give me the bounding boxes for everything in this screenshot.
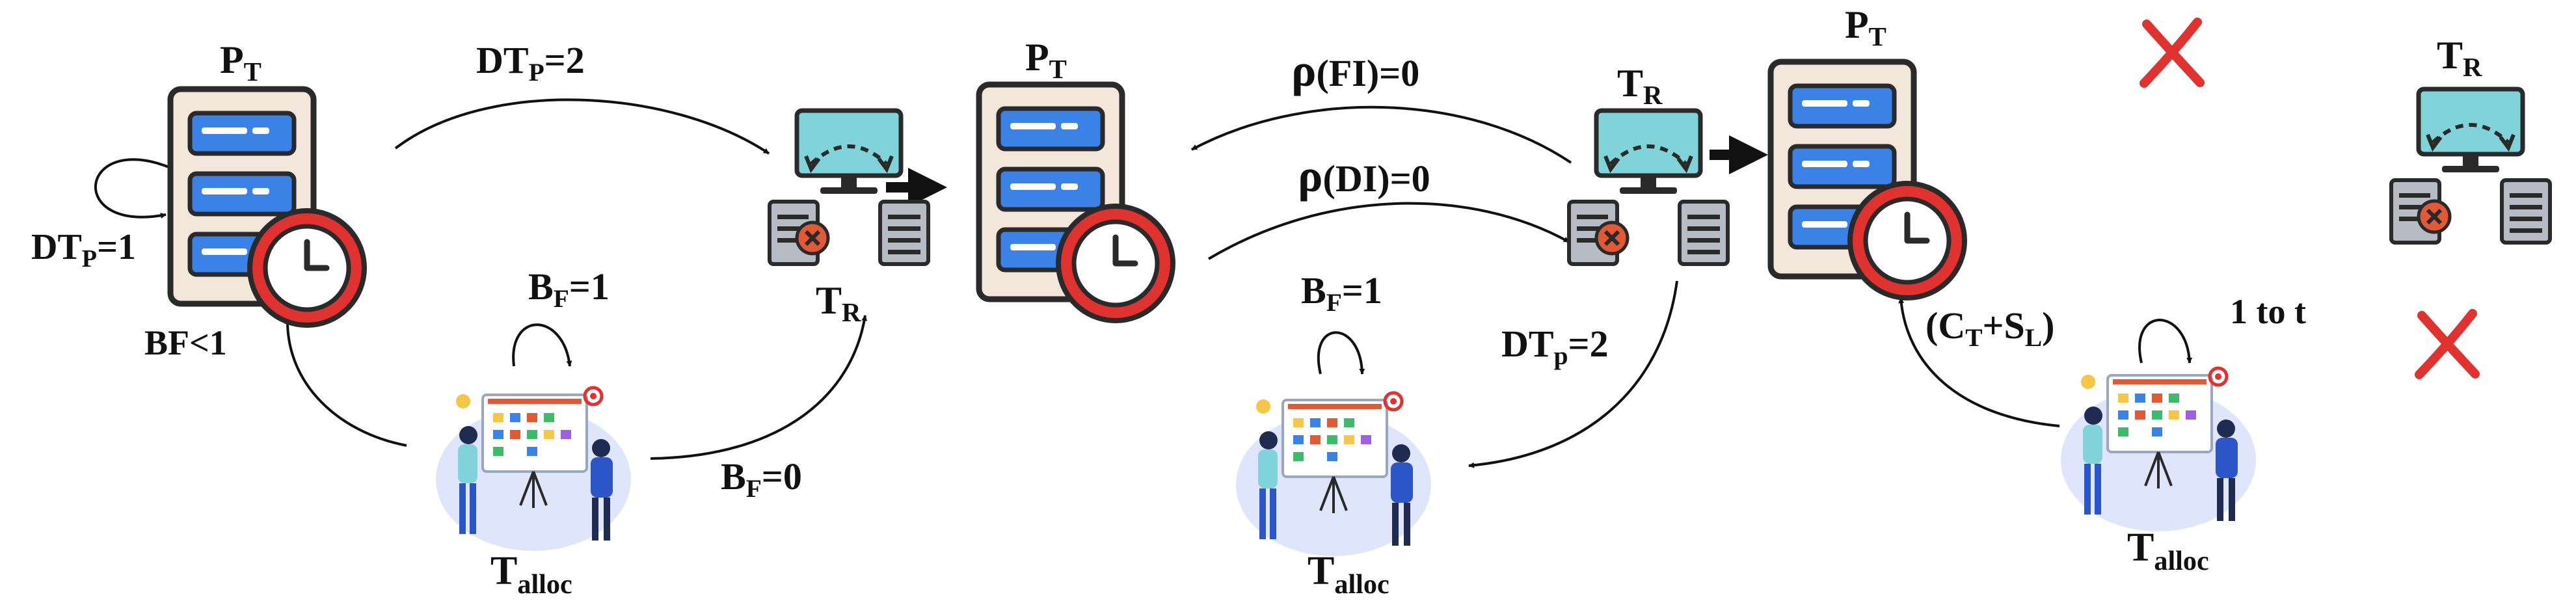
label-bf-zero: BF=0	[721, 455, 802, 503]
arrow-server2-to-transfer2	[1207, 202, 1570, 260]
server-clock-icon	[979, 85, 1173, 321]
server-clock-icon	[170, 89, 364, 325]
label-tr-2: TR	[1617, 62, 1663, 110]
arrow-self-loop-server-1	[94, 158, 171, 219]
label-talloc-1: Talloc	[490, 549, 572, 600]
arrow-transfer2-to-server2	[1191, 105, 1572, 164]
monitor-transfer-icon	[2391, 89, 2550, 243]
arrow-team2-self-loop	[1317, 331, 1365, 375]
arrow-server1-to-transfer1	[394, 98, 770, 155]
monitor-transfer-icon	[1569, 111, 1728, 264]
label-pt-1: PT	[220, 38, 262, 87]
thick-arrows	[886, 135, 1768, 207]
connectors	[94, 98, 2193, 468]
team-whiteboard-icon	[1236, 393, 1431, 556]
label-ct-plus-sl: (CT+SL)	[1925, 304, 2054, 352]
arrow-team3-to-server3	[1898, 297, 2060, 427]
label-bf-less-than-one: BF<1	[144, 323, 227, 362]
team-whiteboard-icon	[2061, 368, 2256, 531]
cross-icon	[2144, 22, 2200, 83]
label-talloc-3: Talloc	[2127, 526, 2209, 576]
label-tr-3: TR	[2437, 34, 2482, 82]
label-tr-1: TR	[816, 279, 861, 327]
arrow-team3-self-loop	[2138, 319, 2193, 364]
label-one-to-t: 1 to t	[2230, 292, 2306, 331]
label-bf-one-b: BF=1	[1301, 269, 1382, 317]
label-rho-fi: ρ(FI)=0	[1291, 44, 1419, 96]
label-dtp-self: DTP=1	[31, 227, 136, 273]
label-talloc-2: Talloc	[1308, 549, 1389, 600]
arrow-team1-to-server1	[284, 318, 407, 447]
team-whiteboard-icon	[436, 388, 631, 551]
server-clock-icon	[1771, 62, 1965, 298]
arrow-team1-to-transfer1	[650, 315, 868, 460]
label-pt-2: PT	[1025, 36, 1067, 84]
label-dtp-two-a: DTP=2	[476, 39, 585, 87]
arrow-transfer2-to-team2	[1468, 280, 1678, 468]
arrow-team1-self-loop	[512, 323, 572, 367]
label-pt-3: PT	[1845, 3, 1886, 51]
label-bf-one-a: BF=1	[528, 265, 610, 313]
labels: PT PT PT TR TR TR Talloc Talloc Talloc D…	[31, 3, 2482, 600]
label-dtp-two-b: DTp=2	[1501, 323, 1609, 370]
cross-icon	[2419, 314, 2475, 375]
label-rho-di: ρ(DI)=0	[1298, 150, 1430, 202]
